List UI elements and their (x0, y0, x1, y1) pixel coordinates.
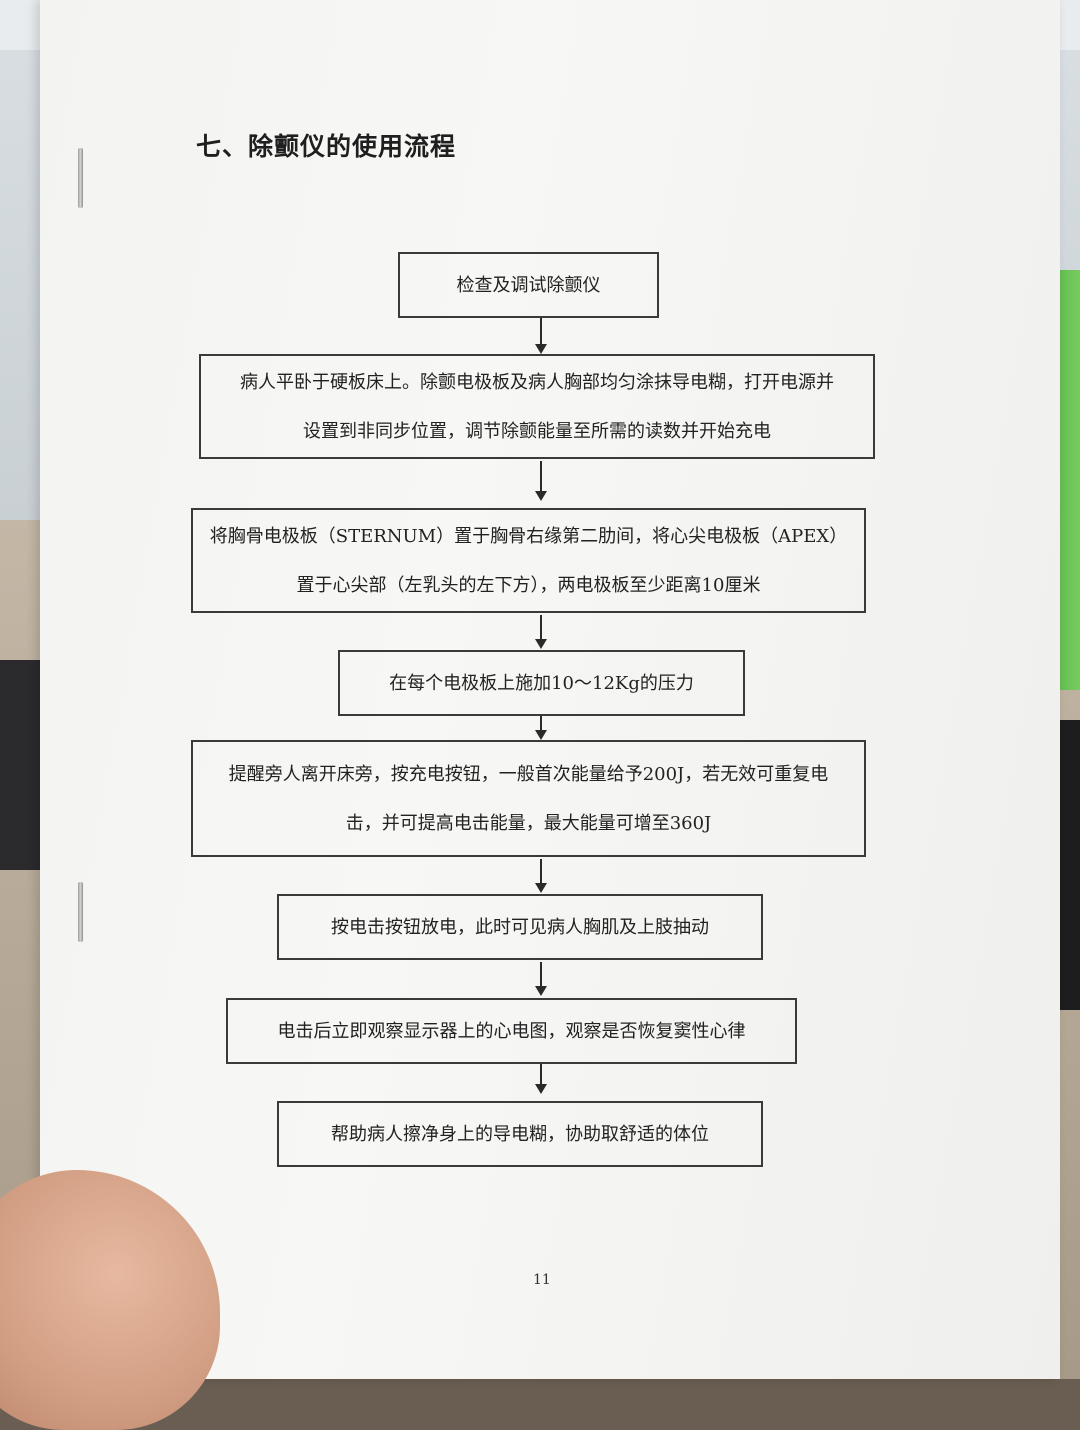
flow-step-3-line-2: 置于心尖部（左乳头的左下方），两电极板至少距离10厘米 (296, 574, 761, 596)
flow-step-7: 电击后立即观察显示器上的心电图，观察是否恢复窦性心律 (226, 998, 797, 1064)
flow-step-2: 病人平卧于硬板床上。除颤电极板及病人胸部均匀涂抹导电糊，打开电源并 设置到非同步… (199, 354, 875, 459)
flow-step-7-text: 电击后立即观察显示器上的心电图，观察是否恢复窦性心律 (277, 1020, 746, 1042)
paper-sheet (40, 0, 1060, 1379)
flow-step-5: 提醒旁人离开床旁，按充电按钮，一般首次能量给予200J，若无效可重复电 击，并可… (191, 740, 866, 857)
flow-arrow-4 (535, 716, 547, 740)
flow-step-1-text: 检查及调试除颤仪 (456, 274, 601, 296)
flow-arrow-7 (535, 1064, 547, 1094)
staple-bottom (78, 882, 83, 942)
flow-step-1: 检查及调试除颤仪 (398, 252, 659, 318)
flow-step-8: 帮助病人擦净身上的导电糊，协助取舒适的体位 (277, 1101, 763, 1167)
flow-arrow-6 (535, 962, 547, 996)
flow-step-5-line-2: 击，并可提高电击能量，最大能量可增至360J (345, 812, 712, 834)
document-title: 七、除颤仪的使用流程 (196, 132, 457, 161)
flow-step-3: 将胸骨电极板（STERNUM）置于胸骨右缘第二肋间，将心尖电极板（APEX） 置… (191, 508, 866, 613)
flow-step-4-text: 在每个电极板上施加10～12Kg的压力 (389, 672, 694, 694)
flow-step-4: 在每个电极板上施加10～12Kg的压力 (338, 650, 745, 716)
flow-arrow-1 (535, 318, 547, 354)
flow-step-6: 按电击按钮放电，此时可见病人胸肌及上肢抽动 (277, 894, 763, 960)
flow-step-3-line-1: 将胸骨电极板（STERNUM）置于胸骨右缘第二肋间，将心尖电极板（APEX） (209, 525, 848, 547)
staple-top (78, 148, 83, 208)
flow-step-2-line-2: 设置到非同步位置，调节除颤能量至所需的读数并开始充电 (303, 420, 771, 442)
flow-step-5-line-1: 提醒旁人离开床旁，按充电按钮，一般首次能量给予200J，若无效可重复电 (228, 763, 829, 785)
flow-arrow-5 (535, 859, 547, 893)
flow-step-8-text: 帮助病人擦净身上的导电糊，协助取舒适的体位 (331, 1123, 709, 1145)
flow-step-6-text: 按电击按钮放电，此时可见病人胸肌及上肢抽动 (331, 916, 709, 938)
page-number: 11 (533, 1272, 551, 1288)
flow-step-2-line-1: 病人平卧于硬板床上。除颤电极板及病人胸部均匀涂抹导电糊，打开电源并 (240, 371, 834, 393)
flow-arrow-3 (535, 615, 547, 649)
flow-arrow-2 (535, 461, 547, 501)
